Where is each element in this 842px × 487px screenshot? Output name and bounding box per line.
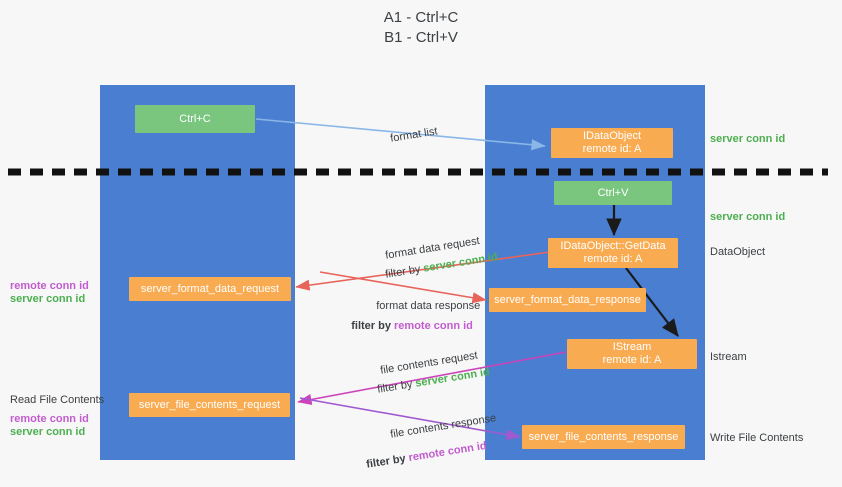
node-ctrl-v[interactable]: Ctrl+V (554, 181, 672, 205)
node-ctrl-c[interactable]: Ctrl+C (135, 105, 255, 133)
node-ctrl-c-label: Ctrl+C (179, 112, 211, 125)
edge-label-format-data-response-filter: filter by remote conn id (339, 305, 473, 347)
edge-label-format-data-response: format data response (364, 285, 480, 327)
annotation-right-write-file-contents: Write File Contents (710, 432, 804, 444)
node-create-idataobject[interactable]: IDataObject remote id: A (551, 128, 673, 158)
filter-by-text-2: filter by (351, 320, 395, 332)
node-server-format-data-response[interactable]: server_format_data_response (489, 288, 646, 312)
edge-label-file-contents-response-filter: filter by remote conn id (351, 425, 490, 487)
annotation-left-remote-conn-1: remote conn id (10, 280, 89, 292)
node-server-format-data-request-label: server_format_data_request (140, 282, 280, 295)
annotation-right-server-conn-mid: server conn id (710, 211, 786, 223)
node-idataobject-getdata-title: IDataObject::GetData (560, 240, 666, 252)
remote-conn-id-1: remote conn id (394, 320, 473, 332)
annotation-right-server-conn-top: server conn id (710, 133, 786, 145)
node-server-format-data-response-label: server_format_data_response (494, 293, 641, 306)
filter-by-text-4: filter by (365, 452, 410, 471)
node-ctrl-v-label: Ctrl+V (597, 186, 629, 199)
annotation-left-remote-conn-2: remote conn id (10, 413, 89, 425)
node-server-format-data-request[interactable]: server_format_data_request (129, 277, 291, 301)
filter-by-text-1: filter by (384, 262, 425, 281)
node-istream-title: IStream (612, 341, 652, 353)
node-create-idataobject-subtitle: remote id: A (582, 143, 642, 155)
edge-label-format-data-response-text: format data response (376, 300, 481, 312)
annotation-right-dataobject: DataObject (710, 246, 766, 258)
annotation-right-istream: Istream (710, 351, 747, 363)
node-server-file-contents-request[interactable]: server_file_contents_request (129, 393, 290, 417)
edge-label-format-list-text: format list (389, 125, 439, 145)
node-idataobject-getdata-subtitle: remote id: A (583, 253, 643, 265)
filter-by-text-3: filter by (376, 377, 417, 396)
annotation-left-server-conn-2: server conn id (10, 426, 86, 438)
node-server-file-contents-request-label: server_file_contents_request (138, 398, 281, 411)
page-title: A1 - Ctrl+C B1 - Ctrl+V (383, 9, 459, 46)
server-conn-id-1: server conn id (422, 251, 499, 275)
remote-conn-id-2: remote conn id (407, 439, 488, 465)
node-istream[interactable]: IStream remote id: A (567, 339, 697, 369)
node-create-idataobject-title: IDataObject (582, 130, 642, 142)
server-conn-id-2: server conn id (414, 366, 491, 390)
node-istream-subtitle: remote id: A (602, 354, 662, 366)
edge-label-format-list: format list (375, 111, 441, 162)
annotation-left-read-file-contents: Read File Contents (10, 394, 105, 406)
annotation-left-server-conn-1: server conn id (10, 293, 86, 305)
node-server-file-contents-response[interactable]: server_file_contents_response (522, 425, 685, 449)
node-idataobject-getdata[interactable]: IDataObject::GetData remote id: A (548, 238, 678, 268)
node-server-file-contents-response-label: server_file_contents_response (528, 430, 679, 443)
